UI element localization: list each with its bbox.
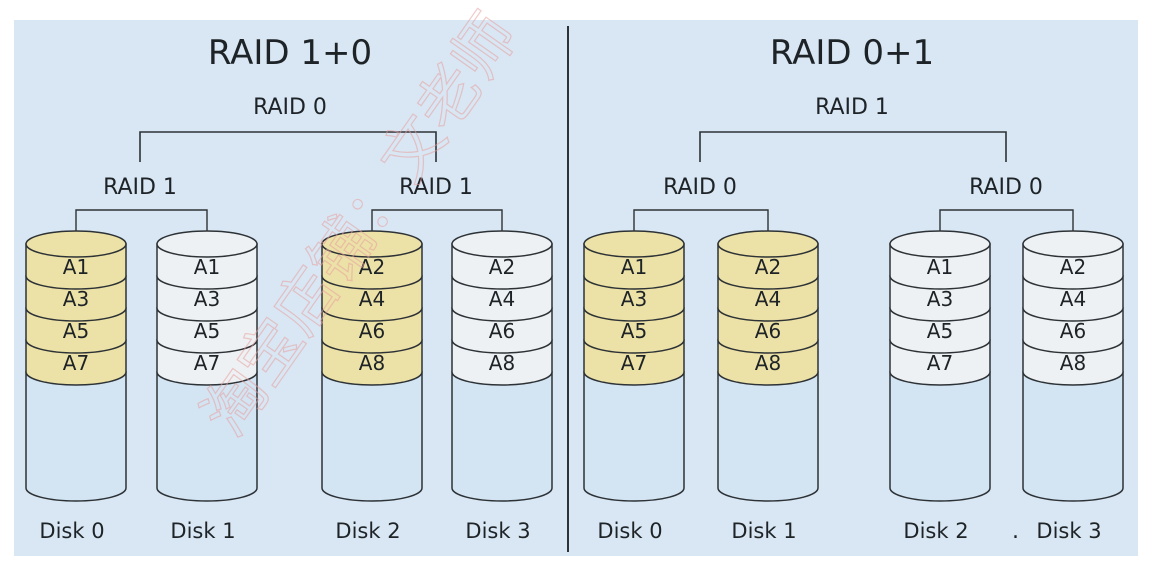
top-connector [699, 131, 1007, 162]
block-label: A1 [621, 255, 647, 279]
disk-top [321, 230, 423, 258]
disk-top [1022, 230, 1124, 258]
disk-label: Disk 3 [465, 519, 530, 543]
block-label: A7 [194, 351, 220, 375]
stray-dot: . [1012, 519, 1019, 544]
disk-top [889, 230, 991, 258]
disk-top [717, 230, 819, 258]
block-label: A2 [489, 255, 515, 279]
disk-body [717, 371, 819, 502]
block-label: A5 [63, 319, 89, 343]
group-label: RAID 1 [103, 175, 177, 200]
disk-label: Disk 1 [170, 519, 235, 543]
block-label: A1 [194, 255, 220, 279]
group-label: RAID 0 [663, 175, 737, 200]
block-label: A5 [194, 319, 220, 343]
group-connector [939, 209, 1074, 244]
block-label: A4 [489, 287, 515, 311]
block-label: A6 [755, 319, 781, 343]
disk-top [583, 230, 685, 258]
diagram-title: RAID 0+1 [770, 33, 934, 73]
disk-label: Disk 2 [335, 519, 400, 543]
block-label: A5 [621, 319, 647, 343]
block-label: A3 [194, 287, 220, 311]
disk-label: Disk 3 [1036, 519, 1101, 543]
disk-top [451, 230, 553, 258]
disk-label: Disk 0 [39, 519, 104, 543]
disk-body [583, 371, 685, 502]
group-label: RAID 0 [969, 175, 1043, 200]
top-level-label: RAID 1 [815, 95, 889, 120]
disk-label: Disk 2 [903, 519, 968, 543]
disk-body [321, 371, 423, 502]
block-label: A8 [1060, 351, 1086, 375]
group-connector [633, 209, 769, 244]
block-label: A1 [63, 255, 89, 279]
disk-label: Disk 0 [597, 519, 662, 543]
group-connector [75, 209, 208, 244]
block-label: A4 [359, 287, 385, 311]
block-label: A7 [63, 351, 89, 375]
block-label: A3 [621, 287, 647, 311]
disk-body [156, 371, 258, 502]
group-connector [371, 209, 503, 244]
block-label: A7 [927, 351, 953, 375]
disk-body [451, 371, 553, 502]
block-label: A3 [63, 287, 89, 311]
disk-body [25, 371, 127, 502]
block-label: A2 [1060, 255, 1086, 279]
group-label: RAID 1 [399, 175, 473, 200]
top-level-label: RAID 0 [253, 95, 327, 120]
disk-body [1022, 371, 1124, 502]
block-label: A8 [755, 351, 781, 375]
disk-top [25, 230, 127, 258]
block-label: A2 [359, 255, 385, 279]
block-label: A7 [621, 351, 647, 375]
block-label: A6 [489, 319, 515, 343]
block-label: A6 [359, 319, 385, 343]
block-label: A8 [359, 351, 385, 375]
block-label: A8 [489, 351, 515, 375]
disk-body [889, 371, 991, 502]
diagram-title: RAID 1+0 [208, 33, 372, 73]
block-label: A4 [1060, 287, 1086, 311]
block-label: A2 [755, 255, 781, 279]
block-label: A6 [1060, 319, 1086, 343]
block-label: A1 [927, 255, 953, 279]
block-label: A3 [927, 287, 953, 311]
top-connector [139, 131, 437, 162]
block-label: A4 [755, 287, 781, 311]
block-label: A5 [927, 319, 953, 343]
disk-label: Disk 1 [731, 519, 796, 543]
disk-top [156, 230, 258, 258]
